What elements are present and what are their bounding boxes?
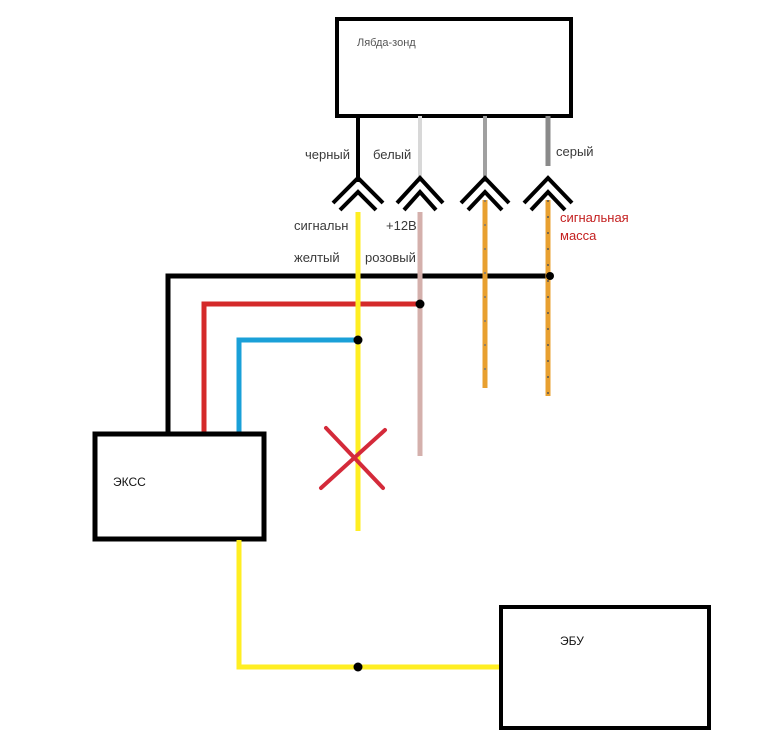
ecu-box [499, 605, 711, 730]
junction-dot-ground [546, 272, 554, 280]
label-pink: розовый [365, 250, 416, 265]
label-black: черный [305, 147, 350, 162]
label-signal-ground-1: сигнальная [560, 210, 629, 225]
junction-dot-blue [353, 335, 363, 345]
label-signal-ground-2: масса [560, 228, 597, 243]
junction-dot-red [415, 299, 425, 309]
lambda-sensor-title: Лябда-зонд [357, 37, 416, 49]
label-plus12: +12В [386, 218, 417, 233]
label-signal: сигнальн [294, 218, 348, 233]
black-ground-wire [165, 273, 552, 433]
label-gray: серый [556, 144, 594, 159]
lambda-sensor-box [335, 17, 573, 118]
red-power-wire [201, 301, 420, 433]
connector-chevrons [331, 175, 574, 212]
junction-dot-ecu [353, 662, 363, 672]
blue-signal-wire [236, 337, 358, 433]
label-yellow: желтый [294, 250, 340, 265]
label-white: белый [373, 147, 411, 162]
exss-box [92, 431, 267, 542]
yellow-ecu-wire [236, 540, 503, 670]
cut-mark-x [319, 426, 387, 490]
exss-label: ЭКСС [113, 475, 146, 489]
ecu-label: ЭБУ [560, 634, 584, 648]
